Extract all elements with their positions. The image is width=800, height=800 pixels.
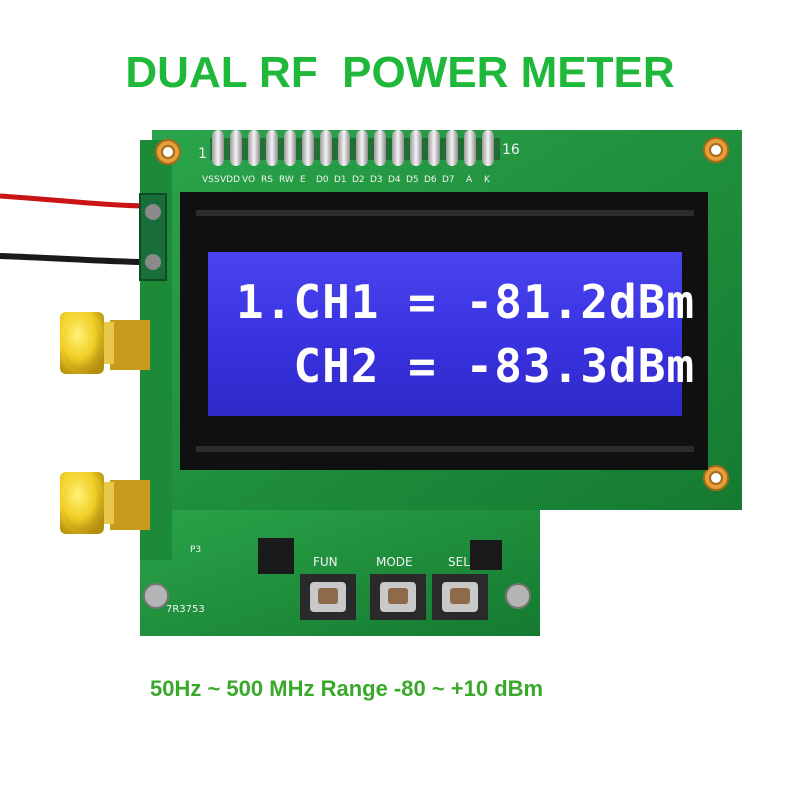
pin-label: K <box>484 175 491 185</box>
button-sel-body <box>432 574 488 620</box>
red-wire <box>0 193 151 209</box>
button-fun-body <box>300 574 356 620</box>
mounting-holes <box>143 137 729 609</box>
lcd-line-2: CH2 = -83.3dBm <box>236 339 695 393</box>
pin-label: D0 <box>316 175 329 185</box>
pin-label: D7 <box>442 175 455 185</box>
pin-label: D5 <box>406 175 419 185</box>
pin-label: E <box>300 175 306 185</box>
spec-caption: 50Hz ~ 500 MHz Range -80 ~ +10 dBm <box>150 676 544 701</box>
pin-label: VSS <box>202 175 220 185</box>
pin-label: D4 <box>388 175 401 185</box>
header-pins <box>210 130 500 166</box>
lcd-panel <box>208 252 682 416</box>
pin-label: RS <box>261 175 273 185</box>
pin-label: D2 <box>352 175 365 185</box>
pin-labels: VSS VDD VO RS RW E D0 D1 D2 D3 D4 D5 D6 … <box>202 175 491 185</box>
pin-1-label: 1 <box>198 146 207 162</box>
board-marking: P3 <box>190 545 201 555</box>
sma-connector-ch1 <box>60 312 150 374</box>
pin-label: RW <box>279 175 294 185</box>
button-fun-label: FUN <box>313 555 338 569</box>
pin-label: D3 <box>370 175 383 185</box>
lcd-line-1: 1.CH1 = -81.2dBm <box>236 275 695 329</box>
pin-label: VDD <box>220 175 240 185</box>
pin-label: VO <box>242 175 255 185</box>
button-mode-body <box>370 574 426 620</box>
button-mode-label: MODE <box>376 555 413 569</box>
ic-chip <box>258 538 294 574</box>
button-sel-label: SEL <box>448 555 470 569</box>
product-title: DUAL RF POWER METER <box>125 48 675 97</box>
sma-connector-ch2 <box>60 472 150 534</box>
ic-chip <box>470 540 502 570</box>
pin-label: A <box>466 175 473 185</box>
black-wire <box>0 253 151 265</box>
pin-label: D6 <box>424 175 437 185</box>
board-code: 7R3753 <box>166 604 205 615</box>
pin-label: D1 <box>334 175 347 185</box>
pin-16-label: 16 <box>502 142 520 158</box>
